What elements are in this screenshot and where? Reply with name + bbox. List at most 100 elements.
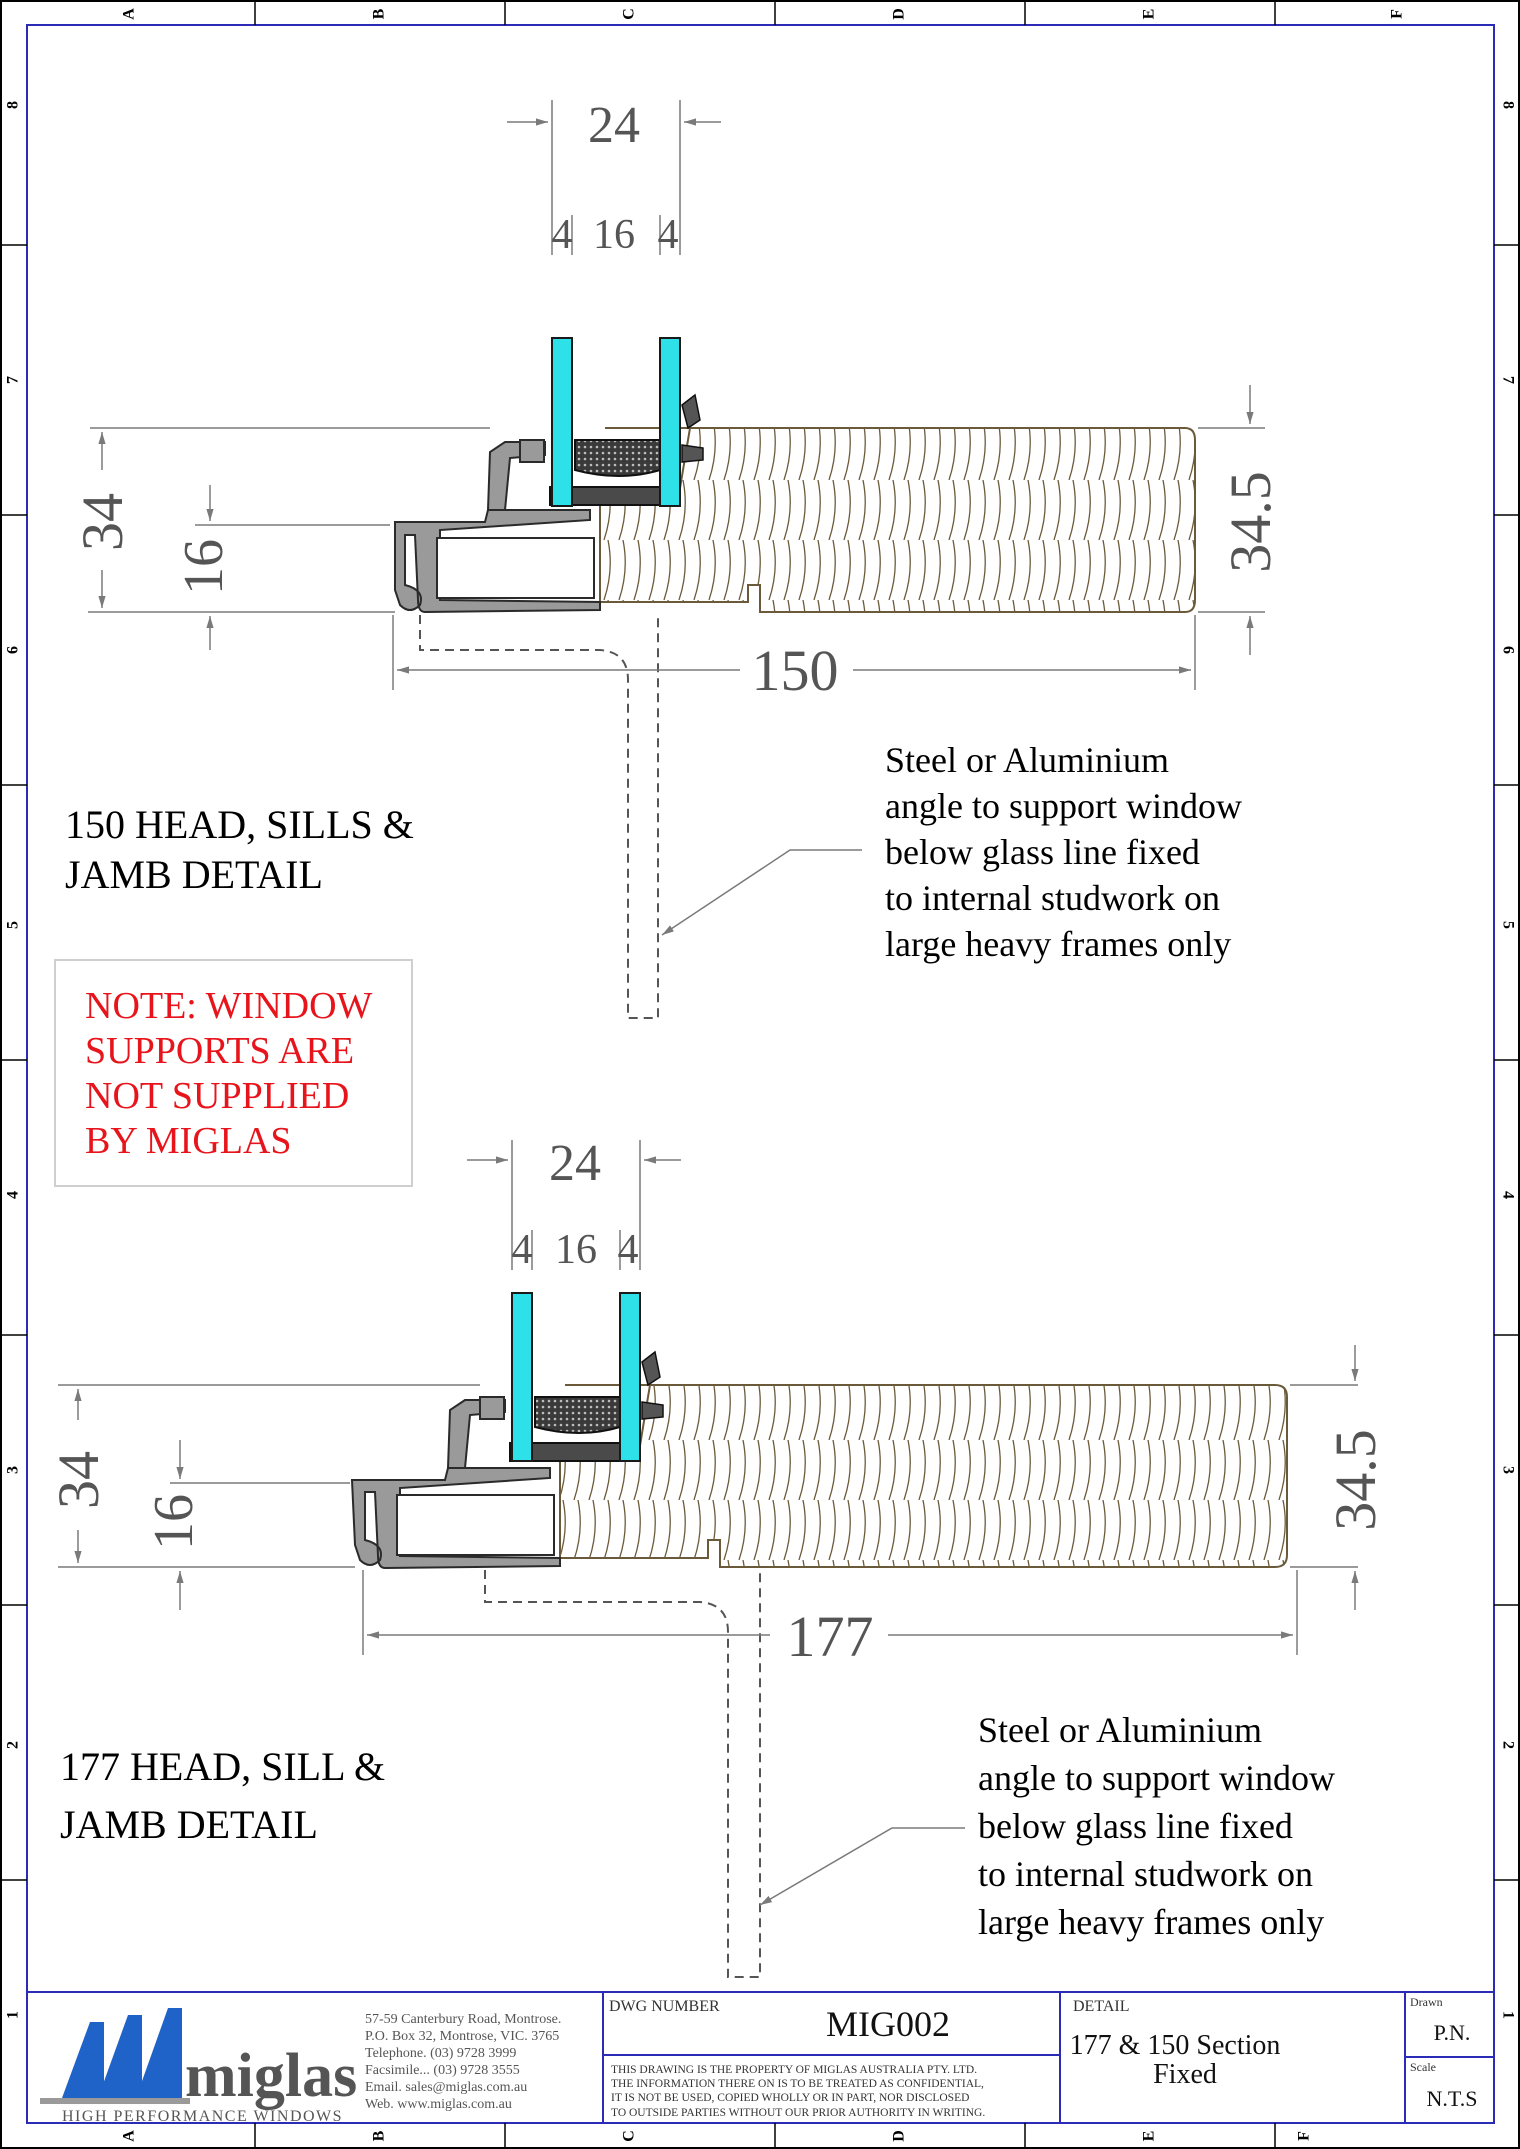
detail-150-section: 24 4 16 4 34 16 34.5 150 150 HEAD, SILLS… — [65, 97, 1283, 1019]
row-label-right-5: 5 — [1499, 921, 1516, 929]
row-label-right-8: 8 — [1499, 101, 1516, 109]
detail-title-150-line2: JAMB DETAIL — [65, 852, 323, 897]
row-label-left-3: 3 — [5, 1466, 22, 1474]
row-label-right-4: 4 — [1499, 1191, 1516, 1199]
col-label-bottom-d: D — [891, 2130, 908, 2142]
address-line6: Web. www.miglas.com.au — [365, 2097, 512, 2112]
dimension-lines-150 — [88, 100, 1265, 936]
col-label-top-c: C — [621, 8, 638, 20]
title-block: miglas HIGH PERFORMANCE WINDOWS 57-59 Ca… — [27, 1991, 1494, 2125]
dim-height-left-177: 34 — [46, 1451, 111, 1509]
address-line5: Email. sales@miglas.com.au — [365, 2080, 527, 2095]
gasket-177 — [641, 1350, 664, 1420]
col-label-bottom-c: C — [621, 2130, 638, 2142]
dim-pane-left-150: 4 — [552, 212, 573, 258]
timber-frame-150 — [599, 427, 1196, 613]
disclaimer-line2: THE INFORMATION THERE ON IS TO BE TREATE… — [611, 2078, 984, 2090]
row-label-left-1: 1 — [5, 2011, 22, 2019]
dim-gap-150: 16 — [593, 212, 635, 258]
support-note-177-line5: large heavy frames only — [978, 1902, 1324, 1942]
col-label-bottom-a: A — [121, 2130, 138, 2142]
col-label-bottom-f: F — [1296, 2131, 1313, 2141]
row-label-left-2: 2 — [5, 1741, 22, 1749]
dim-pane-right-177: 4 — [618, 1227, 639, 1273]
address-line1: 57-59 Canterbury Road, Montrose. — [365, 2012, 561, 2027]
logo-wordmark: miglas — [185, 2042, 357, 2110]
row-label-right-1: 1 — [1499, 2011, 1516, 2019]
dim-height-left-150: 34 — [70, 493, 135, 551]
thermal-break-150 — [436, 537, 595, 599]
row-label-left-6: 6 — [5, 646, 22, 654]
dim-height-inner-150: 16 — [173, 539, 235, 595]
dim-pane-left-177: 4 — [512, 1227, 533, 1273]
logo-tagline: HIGH PERFORMANCE WINDOWS — [62, 2108, 343, 2125]
dimension-lines-177 — [58, 1140, 1359, 1906]
warning-line3: NOT SUPPLIED — [85, 1075, 349, 1117]
row-label-left-7: 7 — [5, 376, 22, 384]
detail-label: DETAIL — [1073, 1998, 1129, 2015]
col-label-top-a: A — [121, 8, 138, 20]
glass-pane-right-150 — [659, 337, 681, 507]
gasket-150 — [681, 393, 704, 463]
dim-gap-177: 16 — [555, 1227, 597, 1273]
thermal-break-177 — [396, 1494, 555, 1556]
detail-title-177-line1: 177 HEAD, SILL & — [60, 1744, 385, 1789]
desiccant-mesh-150 — [574, 439, 661, 477]
dim-pane-right-150: 4 — [658, 212, 679, 258]
support-note-150-line1: Steel or Aluminium — [885, 740, 1169, 780]
warning-line1: NOTE: WINDOW — [85, 985, 373, 1027]
support-note-177-line4: to internal studwork on — [978, 1854, 1313, 1894]
col-label-bottom-e: E — [1141, 2131, 1158, 2142]
support-angle-177 — [484, 1570, 761, 1978]
scale-value: N.T.S — [1427, 2086, 1478, 2111]
row-label-left-4: 4 — [5, 1191, 22, 1199]
drawn-label: Drawn — [1410, 1995, 1443, 2009]
detail-title-150-line1: 150 HEAD, SILLS & — [65, 802, 414, 847]
col-label-top-e: E — [1141, 9, 1158, 20]
disclaimer-line3: IT IS NOT BE USED, COPIED WHOLLY OR IN P… — [611, 2092, 969, 2104]
drawn-value: P.N. — [1434, 2020, 1471, 2045]
detail-value-line1: 177 & 150 Section — [1070, 2030, 1281, 2061]
col-label-top-f: F — [1389, 9, 1406, 19]
glass-pane-left-150 — [551, 337, 573, 507]
support-note-177-line1: Steel or Aluminium — [978, 1710, 1262, 1750]
row-label-right-7: 7 — [1499, 376, 1516, 384]
address-line3: Telephone. (03) 9728 3999 — [365, 2046, 516, 2061]
row-label-right-6: 6 — [1499, 646, 1516, 654]
dim-width-24-177: 24 — [549, 1135, 601, 1192]
miglas-logo: miglas HIGH PERFORMANCE WINDOWS — [40, 2008, 357, 2125]
support-note-150-line3: below glass line fixed — [885, 832, 1200, 872]
dwg-number-label: DWG NUMBER — [609, 1998, 720, 2015]
warning-note: NOTE: WINDOW SUPPORTS ARE NOT SUPPLIED B… — [54, 959, 413, 1187]
detail-title-177-line2: JAMB DETAIL — [60, 1802, 318, 1847]
row-label-left-8: 8 — [5, 101, 22, 109]
support-note-177-line3: below glass line fixed — [978, 1806, 1293, 1846]
support-note-150-line2: angle to support window — [885, 786, 1242, 826]
row-label-right-3: 3 — [1499, 1466, 1516, 1474]
disclaimer-line4: TO OUTSIDE PARTIES WITHOUT OUR PRIOR AUT… — [611, 2107, 985, 2119]
dim-height-inner-177: 16 — [143, 1494, 205, 1550]
support-angle-150 — [419, 615, 659, 1019]
scale-label: Scale — [1410, 2060, 1436, 2074]
glass-pane-right-177 — [619, 1292, 641, 1462]
row-label-right-2: 2 — [1499, 1741, 1516, 1749]
warning-line2: SUPPORTS ARE — [85, 1030, 354, 1072]
support-note-150-line4: to internal studwork on — [885, 878, 1220, 918]
dim-height-right-150: 34.5 — [1218, 471, 1283, 573]
dim-height-right-177: 34.5 — [1323, 1429, 1388, 1531]
detail-177-section: 24 4 16 4 34 16 34.5 177 177 HEAD, SILL … — [46, 1135, 1388, 1978]
dim-depth-177: 177 — [787, 1604, 874, 1669]
support-note-177-line2: angle to support window — [978, 1758, 1335, 1798]
support-note-150-line5: large heavy frames only — [885, 924, 1231, 964]
col-label-top-b: B — [371, 8, 388, 19]
desiccant-mesh-177 — [534, 1396, 621, 1434]
glass-pane-left-177 — [511, 1292, 533, 1462]
row-label-left-5: 5 — [5, 921, 22, 929]
timber-frame-177 — [559, 1384, 1288, 1568]
dim-width-24-150: 24 — [588, 97, 640, 154]
disclaimer-line1: THIS DRAWING IS THE PROPERTY OF MIGLAS A… — [611, 2064, 977, 2076]
warning-line4: BY MIGLAS — [85, 1120, 292, 1162]
dim-depth-150: 150 — [752, 638, 839, 703]
